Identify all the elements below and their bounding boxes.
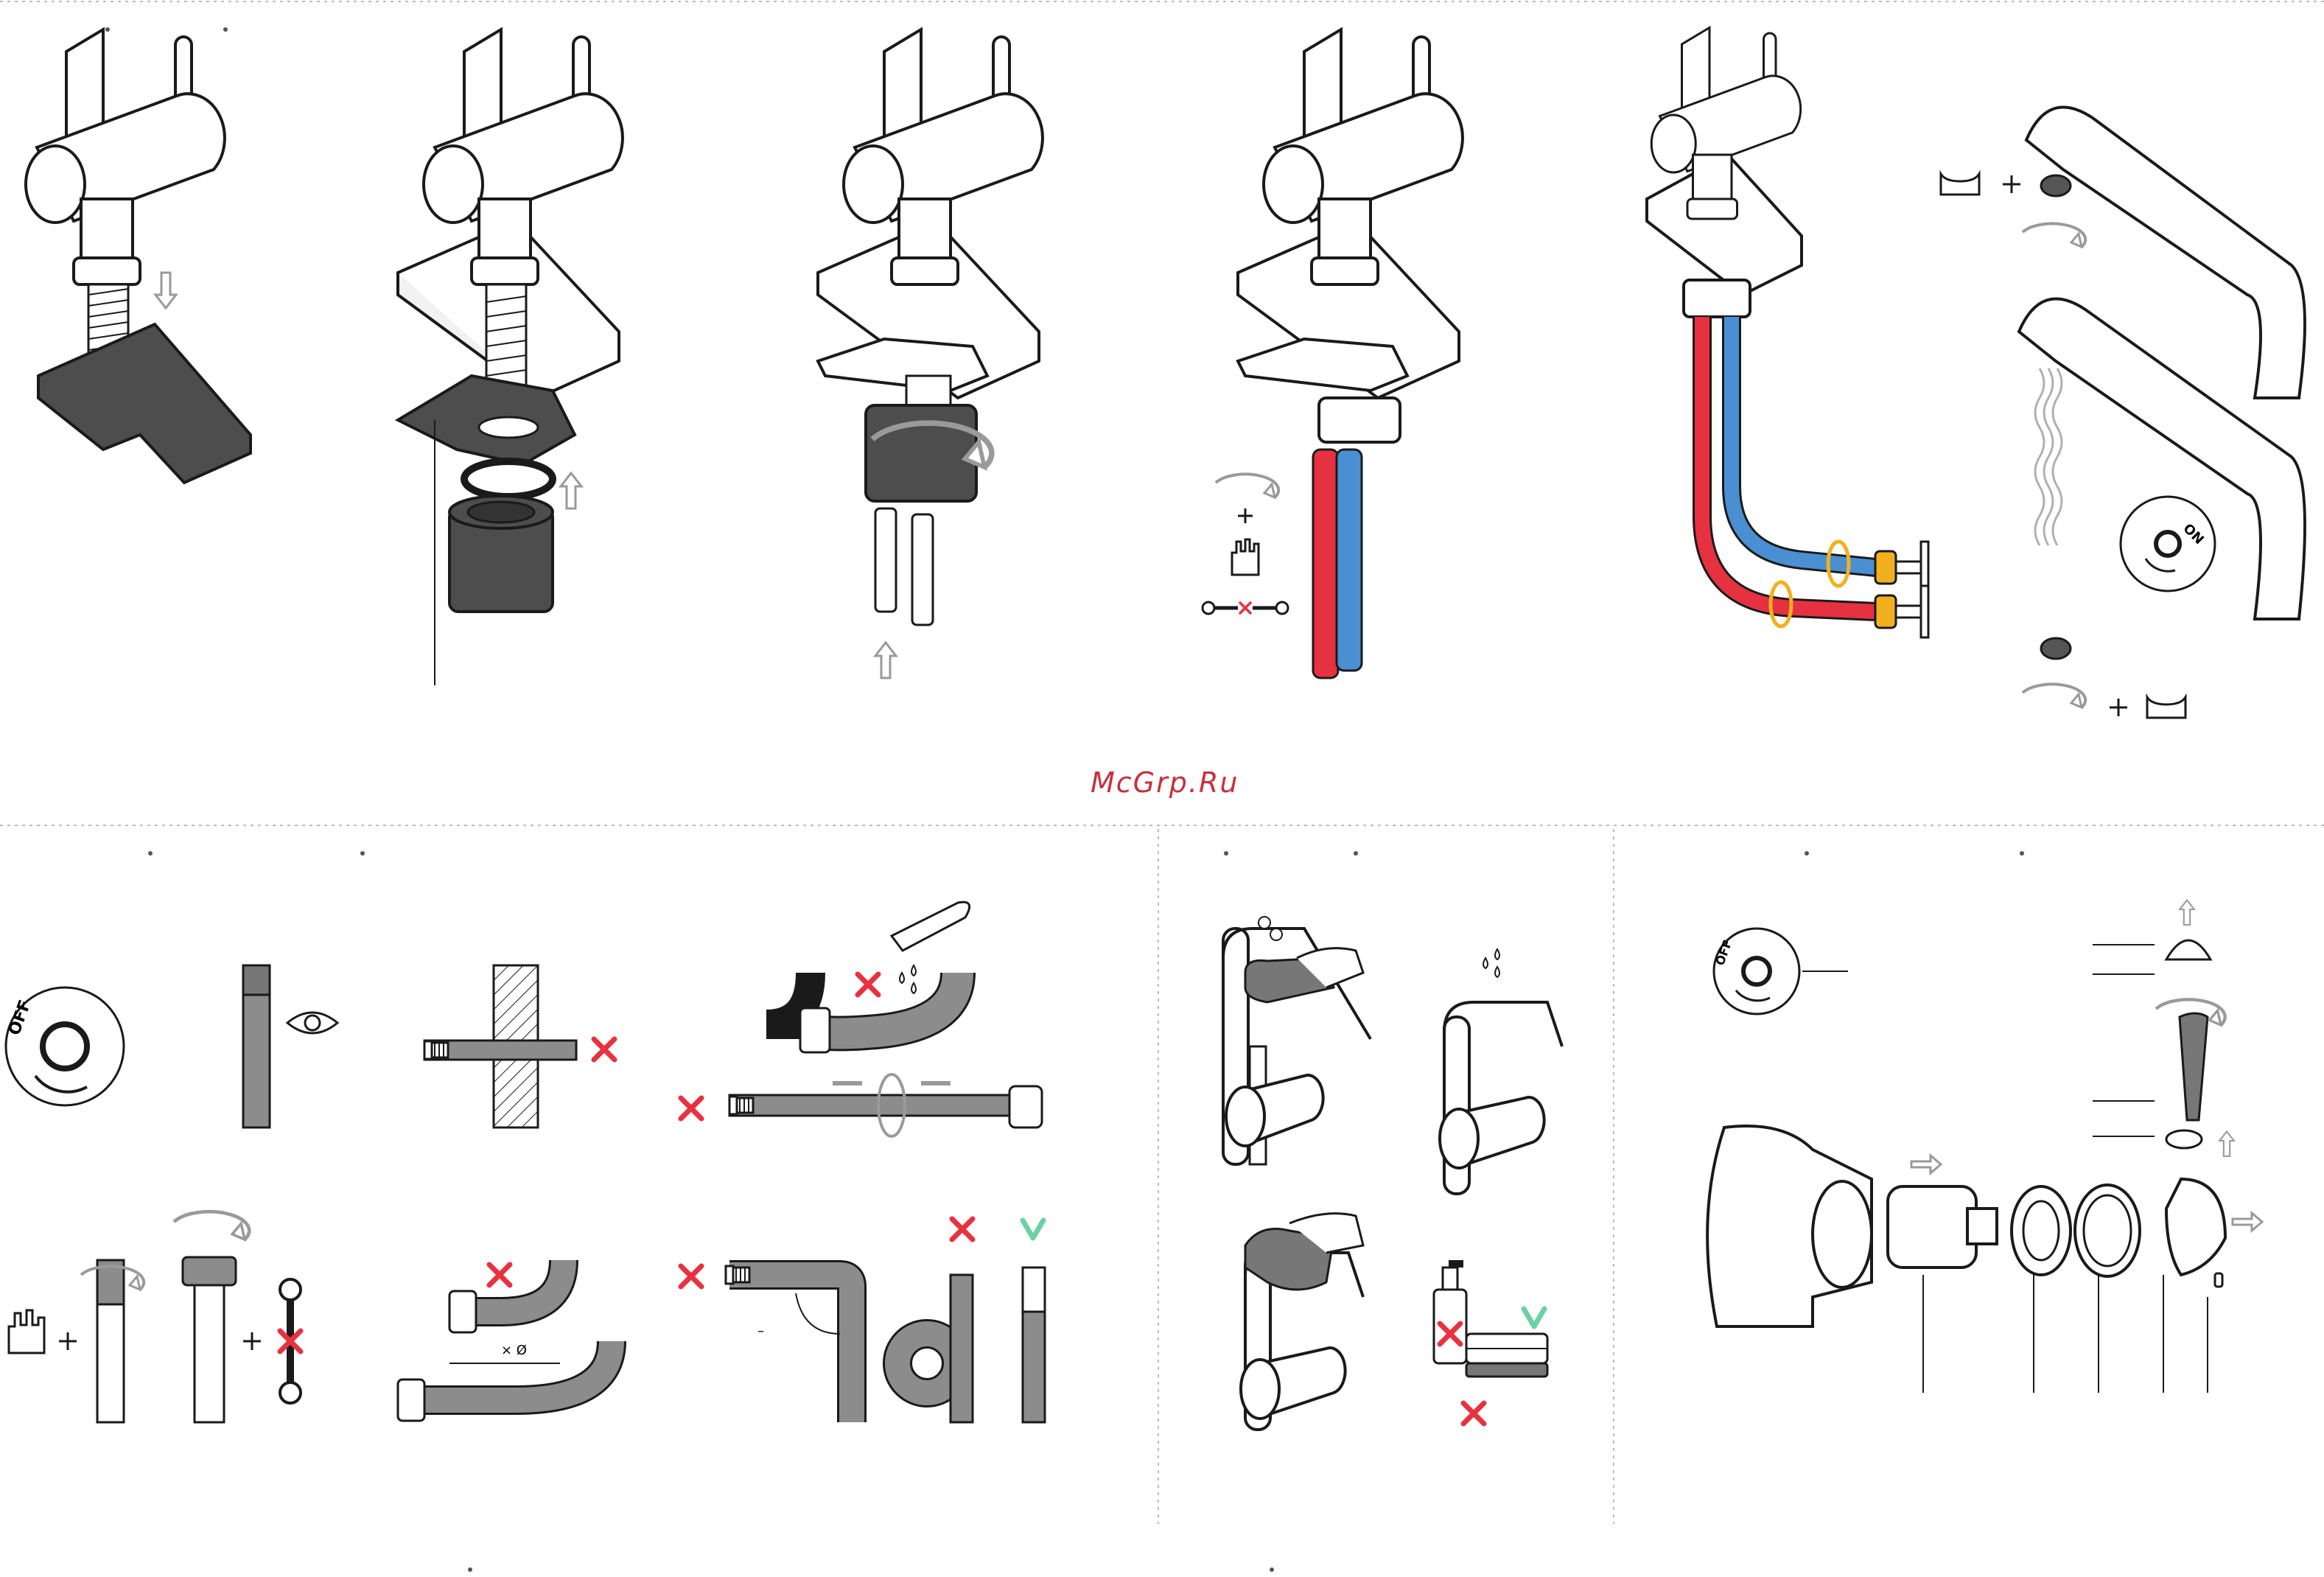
on-dial: ON — [2121, 497, 2215, 591]
cross-icon — [1941, 174, 1979, 195]
cap-part — [2166, 940, 2211, 959]
template-plate — [38, 324, 251, 483]
check-icon — [1023, 1220, 1043, 1238]
cross-icon — [681, 1266, 701, 1287]
sleeve — [2075, 1185, 2140, 1276]
rotate-icon — [1216, 474, 1278, 497]
cross-icon — [952, 1219, 973, 1239]
faucet-wipe-top — [1223, 917, 1371, 1164]
cross-icon — [1463, 1403, 1484, 1424]
arrow-up-icon — [875, 643, 896, 678]
cross-icon — [594, 1039, 615, 1060]
arrow-up-icon — [2180, 900, 2194, 925]
hose-kink — [766, 973, 958, 1052]
step-6-flush: ON — [1941, 107, 2305, 718]
faucet-rinse — [1440, 949, 1562, 1194]
base-part — [2166, 1130, 2202, 1148]
hose-twist — [729, 1074, 1042, 1136]
gasket — [464, 461, 553, 497]
plus-icon — [59, 1332, 77, 1350]
rotate-icon — [2023, 223, 2085, 247]
eye-icon — [287, 1013, 337, 1033]
nut-ring — [2012, 1186, 2071, 1275]
arrow-down-icon — [155, 273, 176, 308]
plus-icon — [2003, 175, 2020, 193]
sponge-icon — [1466, 1334, 1547, 1377]
hose-nut — [195, 1265, 224, 1422]
step-5-valves — [1647, 28, 1928, 638]
bend-correct: × Ø — [398, 1341, 612, 1421]
handle-part — [2180, 1013, 2208, 1120]
diameter-label: × Ø — [501, 1343, 527, 1358]
hot-hose — [1313, 450, 1338, 678]
hose-loop — [897, 1275, 973, 1422]
filter-icon — [2041, 638, 2071, 659]
hose-insert — [875, 508, 933, 625]
water-flow — [2035, 368, 2062, 545]
wall-penetration — [424, 965, 576, 1127]
leader-lines — [1923, 945, 2208, 1393]
arrow-up-icon — [2219, 1131, 2234, 1156]
soap-bottle-icon — [1434, 1260, 1466, 1363]
cold-hose-bend — [1732, 317, 1875, 567]
rotate-icon — [2023, 684, 2085, 707]
faucet-body-tee — [1707, 1126, 1872, 1326]
filter-icon — [2041, 175, 2071, 196]
cross-icon — [489, 1265, 510, 1285]
step-3-tighten — [818, 29, 1043, 678]
bend-angle: – — [726, 1266, 852, 1422]
cold-hose — [1337, 450, 1362, 671]
angle-label: – — [757, 1324, 764, 1339]
hand-icon — [9, 1310, 44, 1353]
lever-cap — [2166, 1179, 2225, 1275]
cross-icon — [681, 1098, 701, 1119]
water-drops-icon — [900, 965, 916, 993]
plus-icon — [243, 1332, 261, 1350]
off-dial: OFF — [1712, 929, 1799, 1014]
wrench-icon — [1203, 602, 1288, 614]
arrow-up-icon — [561, 473, 581, 508]
cartridge — [1888, 1186, 1997, 1267]
hand-icon — [1232, 539, 1259, 575]
off-dial: OFF — [5, 987, 124, 1105]
plus-icon — [2110, 699, 2127, 716]
step-2-mount — [398, 29, 623, 685]
water-drops-icon — [1483, 949, 1499, 977]
nut — [449, 496, 553, 612]
cross-icon — [858, 974, 878, 995]
plus-icon — [1238, 508, 1253, 523]
service-panel: OFF — [1707, 900, 2262, 1393]
faucet-dry — [1241, 1214, 1363, 1430]
knife-icon — [892, 902, 970, 951]
cleaning-panel — [1223, 917, 1562, 1430]
rotate-icon — [174, 1211, 249, 1239]
step-1-template — [26, 29, 251, 483]
hose-inspect — [243, 965, 270, 1127]
hose-care-panel: OFF — [5, 902, 1045, 1422]
step-4-hoses — [1203, 29, 1463, 678]
watermark: McGrp.Ru — [1091, 766, 1239, 799]
check-icon — [1524, 1309, 1544, 1326]
handle-parts — [2156, 900, 2234, 1156]
angle-valve-hot — [1875, 586, 1928, 637]
